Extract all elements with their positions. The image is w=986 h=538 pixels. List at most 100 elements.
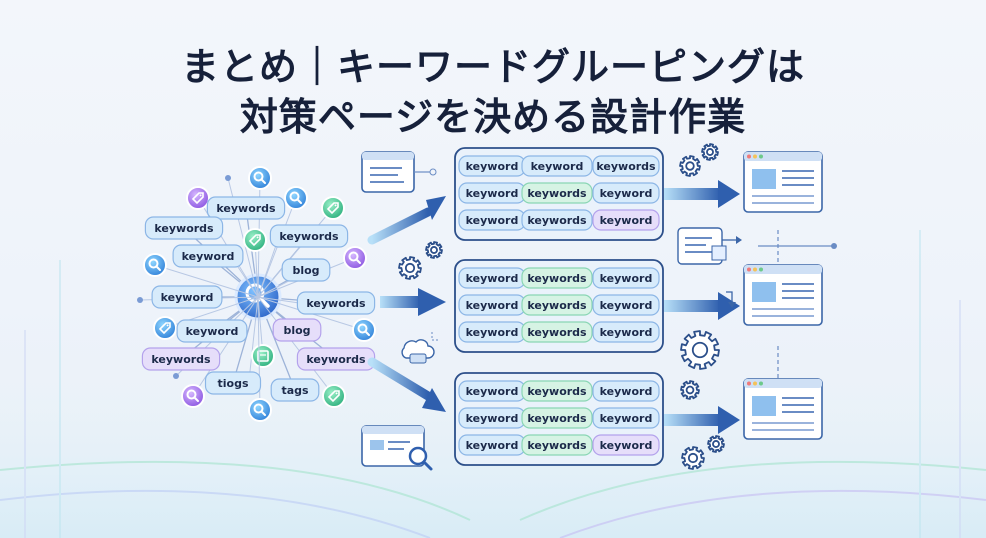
keyword-tag: blog — [281, 258, 331, 282]
browser-search-icon — [361, 425, 433, 471]
arrow-to-page-1 — [664, 180, 740, 208]
keyword-tag: keywords — [296, 347, 376, 371]
keyword-tag-label: keywords — [154, 222, 214, 235]
keyword-pill: keywords — [521, 182, 593, 204]
keyword-pill-label: keywords — [527, 326, 587, 339]
keyword-pill-label: keywords — [527, 187, 587, 200]
keyword-pill: keyword — [458, 407, 526, 429]
document-icon — [251, 344, 275, 368]
keyword-pill-label: keyword — [600, 439, 653, 452]
keyword-pill: keyword — [458, 155, 526, 177]
keyword-pill-label: keyword — [600, 385, 653, 398]
target-page-1 — [743, 151, 823, 213]
keyword-tag-label: keyword — [182, 250, 235, 263]
keyword-pill-label: keyword — [466, 214, 519, 227]
keyword-pill-label: keyword — [466, 412, 519, 425]
search-icon — [248, 166, 272, 190]
gear-icon — [680, 330, 720, 370]
keyword-tag: keyword — [176, 319, 248, 343]
keyword-tag: blog — [272, 318, 322, 342]
keyword-pill-label: keyword — [600, 272, 653, 285]
search-icon — [181, 384, 205, 408]
keyword-tag-label: tiogs — [217, 377, 248, 390]
search-icon — [343, 246, 367, 270]
keyword-tag-label: blog — [283, 324, 310, 337]
keyword-pill: keyword — [521, 155, 593, 177]
keyword-tag: keywords — [206, 196, 286, 220]
keyword-tag: keywords — [144, 216, 224, 240]
keyword-tag-label: keywords — [306, 297, 366, 310]
keyword-pill: keyword — [592, 182, 660, 204]
arrow-to-group-3 — [367, 357, 446, 412]
keyword-pill: keyword — [592, 209, 660, 231]
cloud-server-icon — [401, 332, 438, 364]
keyword-pill-label: keyword — [600, 299, 653, 312]
keyword-pill-label: keyword — [600, 187, 653, 200]
search-icon — [248, 398, 272, 422]
keyword-pill-label: keywords — [527, 272, 587, 285]
keyword-pill-label: keywords — [527, 299, 587, 312]
search-icon — [352, 318, 376, 342]
tag-icon — [243, 228, 267, 252]
search-icon — [143, 253, 167, 277]
keyword-pill: keywords — [521, 209, 593, 231]
keyword-pill: keywords — [592, 155, 660, 177]
keyword-pill: keyword — [458, 267, 526, 289]
keyword-tag-label: keywords — [151, 353, 211, 366]
keyword-pill: keywords — [521, 321, 593, 343]
keyword-pill-label: keyword — [466, 299, 519, 312]
keyword-tag-label: tags — [281, 384, 309, 397]
document-icon — [361, 151, 437, 193]
tag-icon — [321, 196, 345, 220]
gear-icon — [679, 155, 701, 177]
keyword-pill: keyword — [592, 294, 660, 316]
keyword-pill-label: keywords — [596, 160, 656, 173]
keyword-pill-label: keyword — [466, 160, 519, 173]
keyword-pill: keyword — [458, 434, 526, 456]
keyword-tag: tiogs — [204, 371, 262, 395]
keyword-tag: keywords — [296, 291, 376, 315]
keyword-pill: keyword — [592, 267, 660, 289]
keyword-pill-label: keyword — [600, 214, 653, 227]
keyword-pill-label: keywords — [527, 214, 587, 227]
keyword-pill-label: keyword — [466, 187, 519, 200]
keyword-tag: keywords — [269, 224, 349, 248]
keyword-pill: keyword — [458, 294, 526, 316]
title-line-1: まとめ｜キーワードグルーピングは — [180, 45, 805, 89]
keyword-pill-label: keywords — [527, 412, 587, 425]
arrow-to-page-2 — [664, 292, 740, 320]
gear-icon — [681, 446, 705, 470]
keyword-pill: keyword — [592, 434, 660, 456]
tag-icon — [186, 186, 210, 210]
gear-icon — [425, 241, 443, 259]
tag-icon — [322, 384, 346, 408]
keyword-tag-label: blog — [292, 264, 319, 277]
search-icon — [284, 186, 308, 210]
keyword-pill: keyword — [458, 380, 526, 402]
keyword-tag: keyword — [151, 285, 223, 309]
keyword-tag-label: keyword — [161, 291, 214, 304]
keyword-pill-label: keyword — [600, 412, 653, 425]
keyword-pill-label: keyword — [600, 326, 653, 339]
keyword-pill: keyword — [592, 407, 660, 429]
keyword-pill-label: keywords — [527, 439, 587, 452]
keyword-pill: keyword — [458, 209, 526, 231]
gear-icon — [398, 256, 422, 280]
gear-icon — [701, 143, 719, 161]
keyword-tag: keywords — [141, 347, 221, 371]
keyword-pill: keywords — [521, 380, 593, 402]
keyword-pill: keyword — [458, 321, 526, 343]
title-line-2: 対策ページを決める設計作業 — [239, 95, 747, 139]
keyword-pill-label: keyword — [466, 439, 519, 452]
keyword-tag-label: keywords — [279, 230, 339, 243]
keyword-tag: tags — [270, 378, 320, 402]
keyword-pill: keyword — [458, 182, 526, 204]
keyword-pill-label: keyword — [466, 326, 519, 339]
document-icon — [677, 227, 837, 378]
keyword-tag-label: keywords — [306, 353, 366, 366]
keyword-pill: keyword — [592, 321, 660, 343]
keyword-pill: keywords — [521, 407, 593, 429]
